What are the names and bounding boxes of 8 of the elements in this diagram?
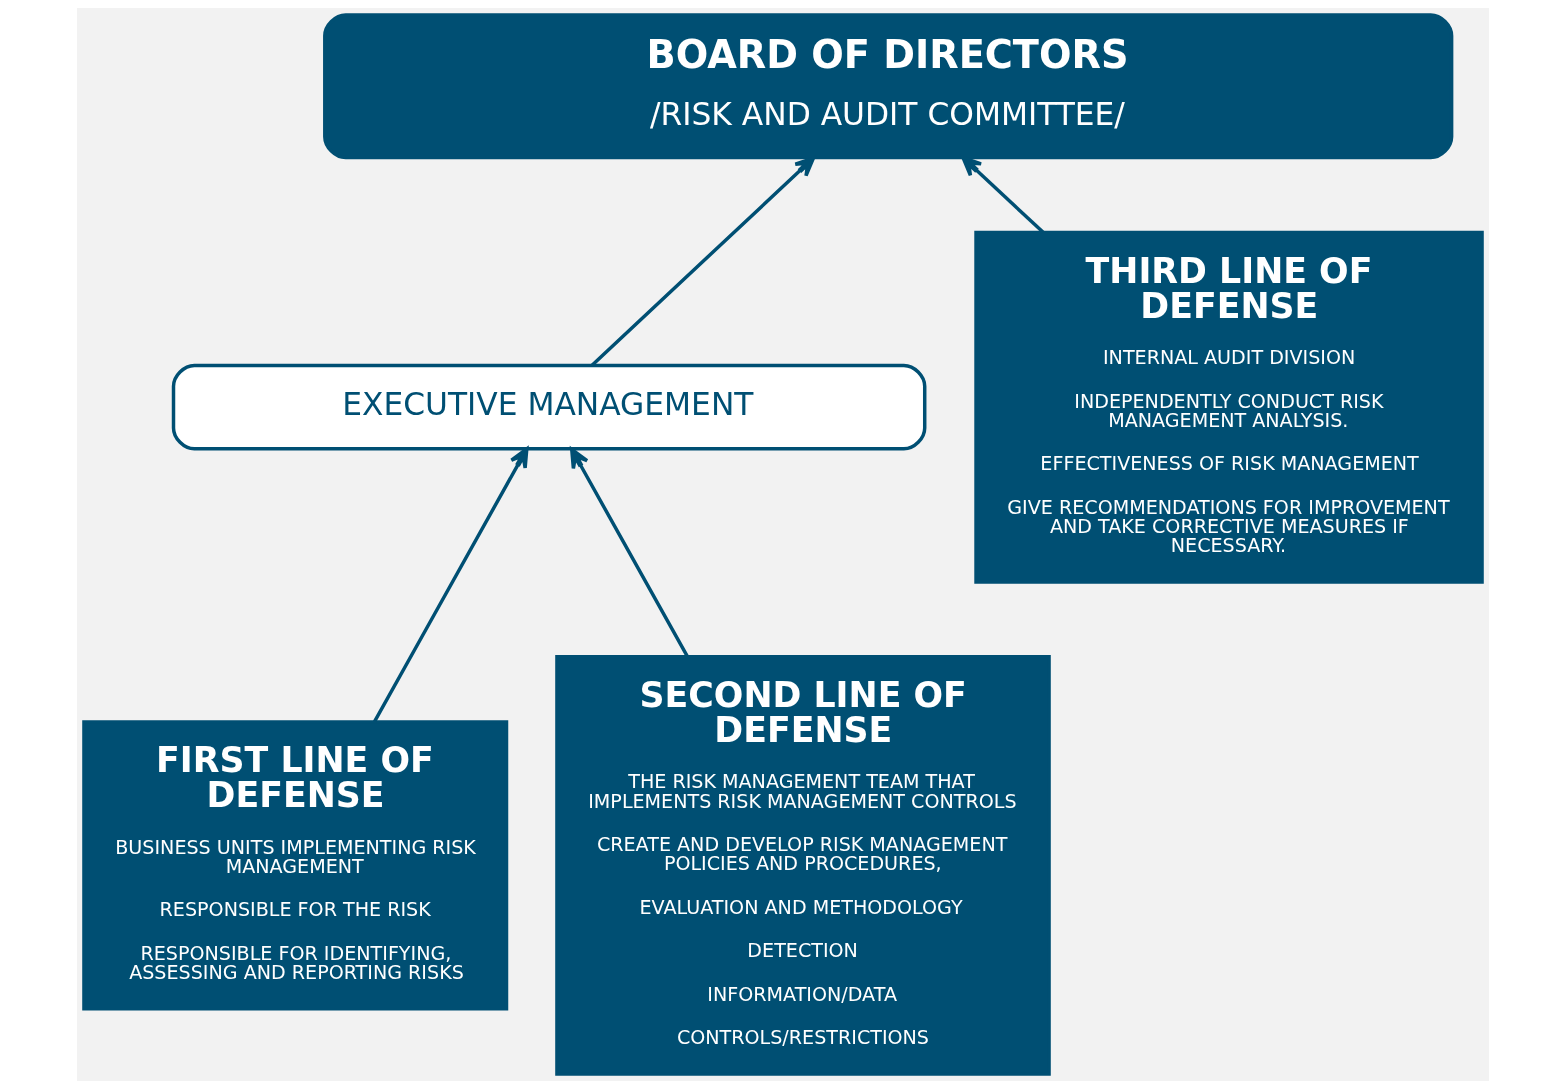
node-box: BOARD OF DIRECTORS /RISK AND AUDIT COMMITTEE/ bbox=[322, 13, 1453, 160]
node-box: EXECUTIVE MANAGEMENT bbox=[171, 363, 926, 451]
node-box: THIRD LINE OF DEFENSE INTERNAL AUDIT DIVISION INDEPENDENTLY CONDUCT RISK MANAGEMENT ANALYSIS. EFFECTIVENESS OF RISK MANAGEMENT GIVE RECOMMENDATIONS FOR IMPROVEMENT AND TAKE CORRECTIVE MEASURES IF NECESSARY. bbox=[973, 230, 1484, 584]
arrow bbox=[372, 447, 529, 723]
node-box: FIRST LINE OF DEFENSE BUSINESS UNITS IMPLEMENTING RISK MANAGEMENT RESPONSIBLE FOR THE RISK RESPONSIBLE FOR IDENTIFYING, ASSESSING AND REPORTING RISKS bbox=[81, 720, 508, 1011]
arrow bbox=[569, 447, 689, 658]
node-box: SECOND LINE OF DEFENSE THE RISK MANAGEMENT TEAM THAT IMPLEMENTS RISK MANAGEMENT CONTROLS CREATE AND DEVELOP RISK MANAGEMENT POLICIES AND PROCEDURES, EVALUATION AND METHODOLOGY DETECTION INFORMATION/DATA CONTROLS/RESTRICTIONS bbox=[554, 654, 1051, 1076]
arrow bbox=[590, 156, 815, 367]
